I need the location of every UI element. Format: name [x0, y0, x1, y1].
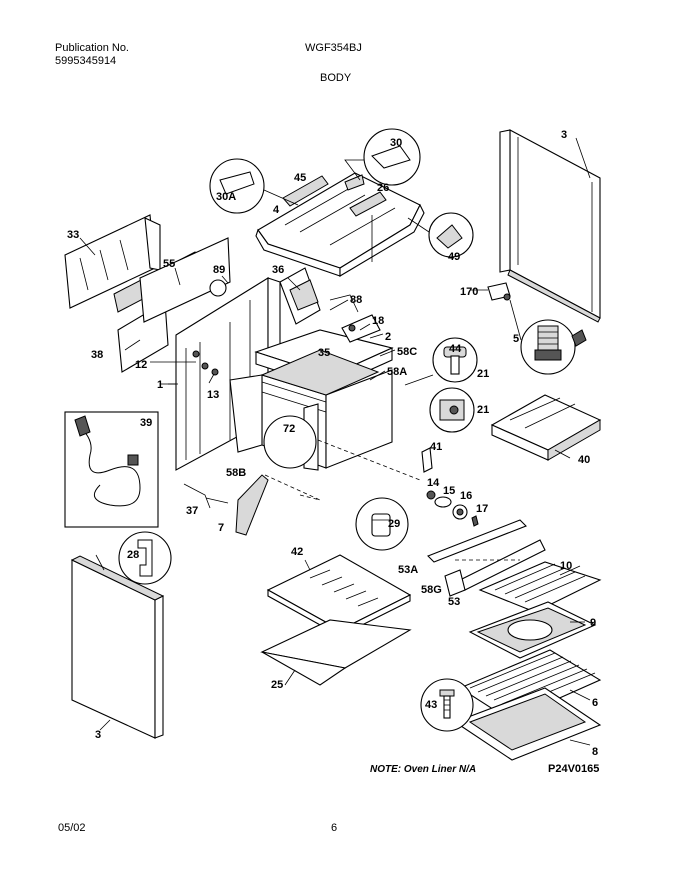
- label-13: 13: [207, 389, 219, 401]
- label-18: 18: [372, 315, 384, 327]
- label-36: 36: [272, 264, 284, 276]
- label-38: 38: [91, 349, 103, 361]
- label-2: 2: [385, 331, 391, 343]
- label-43: 43: [425, 699, 437, 711]
- oven-cavity-assembly: [229, 267, 421, 501]
- broiler-pan-assembly: [420, 519, 602, 761]
- door-hinge: [183, 474, 269, 536]
- model-number: WGF354BJ: [305, 42, 362, 54]
- label-10: 10: [560, 560, 572, 572]
- label-44: 44: [449, 343, 462, 355]
- label-7: 7: [218, 522, 224, 534]
- clip-inset: [355, 497, 409, 551]
- side-panel-left: [70, 531, 172, 739]
- label-49: 49: [448, 251, 460, 263]
- label-58B: 58B: [226, 467, 246, 479]
- label-37: 37: [186, 505, 198, 517]
- label-15: 15: [443, 485, 455, 497]
- label-35: 35: [318, 347, 330, 359]
- publication-number: 5995345914: [55, 55, 117, 67]
- knob-and-bracket-group: [404, 337, 478, 433]
- label-21-lower: 21: [477, 404, 489, 416]
- publication-label: Publication No.: [55, 42, 129, 54]
- label-28: 28: [127, 549, 139, 561]
- label-72: 72: [283, 423, 295, 435]
- label-29: 29: [388, 518, 400, 530]
- section-title: BODY: [320, 72, 352, 84]
- label-6: 6: [592, 697, 598, 709]
- label-58C: 58C: [397, 346, 417, 358]
- label-25: 25: [271, 679, 283, 691]
- label-33: 33: [67, 229, 79, 241]
- oven-bottom-panels: [260, 494, 412, 686]
- label-30A: 30A: [216, 191, 236, 203]
- label-26: 26: [377, 182, 389, 194]
- igniter-parts: [421, 447, 479, 527]
- power-cord-inset: [64, 411, 159, 528]
- label-14: 14: [427, 477, 440, 489]
- label-39: 39: [140, 417, 152, 429]
- label-58G: 58G: [421, 584, 442, 596]
- label-8: 8: [592, 746, 598, 758]
- label-12: 12: [135, 359, 147, 371]
- label-88: 88: [350, 294, 362, 306]
- top-cover-assembly: [209, 128, 474, 277]
- oven-liner-note: NOTE: Oven Liner N/A: [370, 764, 476, 775]
- label-4: 4: [273, 204, 280, 216]
- label-41: 41: [430, 441, 442, 453]
- label-30: 30: [390, 137, 402, 149]
- label-16: 16: [460, 490, 472, 502]
- label-45: 45: [294, 172, 306, 184]
- side-panel-right: [470, 129, 601, 375]
- footer-date: 05/02: [58, 822, 86, 834]
- label-53: 53: [448, 596, 460, 608]
- part-number-labels: 30 30A 45 26 4 49 3 170 5 33 55 89 36 88…: [67, 129, 598, 758]
- label-1: 1: [157, 379, 163, 391]
- label-21-upper: 21: [477, 368, 489, 380]
- label-42: 42: [291, 546, 303, 558]
- label-53A: 53A: [398, 564, 418, 576]
- label-40: 40: [578, 454, 590, 466]
- label-89: 89: [213, 264, 225, 276]
- label-170: 170: [460, 286, 478, 298]
- label-3-bottom: 3: [95, 729, 101, 741]
- leveling-leg: [534, 325, 562, 361]
- broiler-bracket: [490, 394, 602, 461]
- leader-lines: [79, 137, 591, 746]
- label-9: 9: [590, 617, 596, 629]
- label-5: 5: [513, 333, 519, 345]
- label-17: 17: [476, 503, 488, 515]
- label-3-top: 3: [561, 129, 567, 141]
- label-55: 55: [163, 258, 175, 270]
- leveler-bracket: [487, 282, 511, 301]
- label-58A: 58A: [387, 366, 407, 378]
- page-number: 6: [331, 822, 338, 834]
- figure-code: P24V0165: [548, 763, 599, 775]
